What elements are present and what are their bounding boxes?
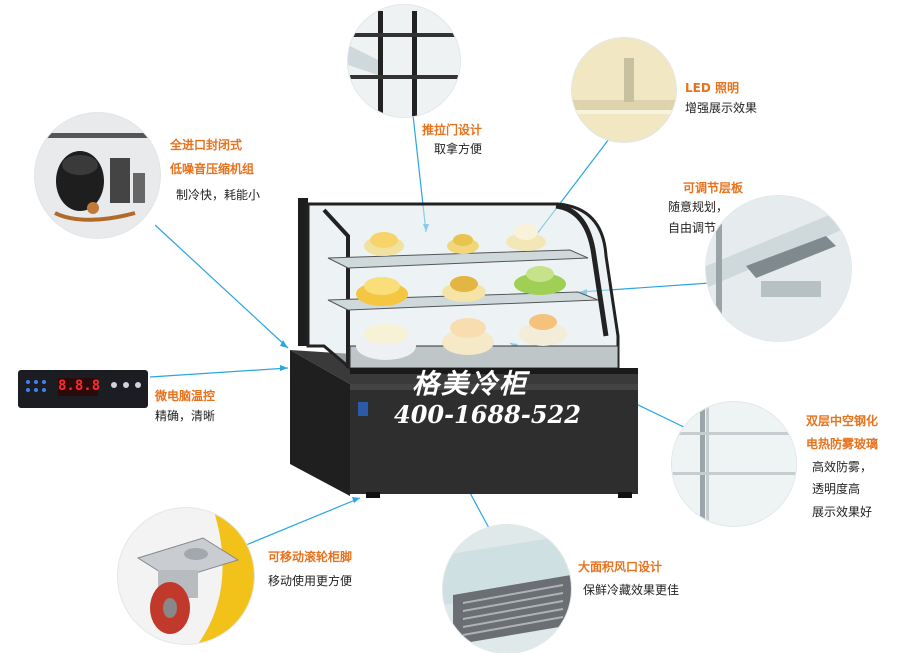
thermostat-title: 微电脑温控	[155, 389, 216, 403]
thermostat-display: 8.8.8	[58, 378, 101, 394]
vent-title: 大面积风口设计	[578, 560, 663, 574]
glass-title-1: 双层中空钢化	[806, 414, 879, 428]
caster-title: 可移动滚轮柜脚	[268, 550, 353, 564]
glass-desc-2: 透明度高	[812, 482, 861, 496]
shelf-photo	[706, 196, 851, 341]
led-title: LED 照明	[685, 81, 739, 95]
compressor-photo	[35, 113, 160, 238]
thermostat-panel	[18, 370, 148, 408]
led-light-icon	[572, 38, 676, 142]
caster-photo	[118, 508, 254, 644]
glass-title-2: 电热防雾玻璃	[806, 437, 879, 451]
cabinet-illustration	[290, 198, 638, 498]
glass-photo	[672, 402, 796, 526]
brand-phone: 400-1688-522	[394, 400, 581, 429]
thermostat-desc: 精确，清晰	[155, 409, 216, 423]
compressor-title-2: 低噪音压缩机组	[170, 162, 255, 176]
shelf-desc-2: 自由调节	[668, 221, 717, 235]
sliding-door-title: 推拉门设计	[422, 123, 483, 137]
caster-desc: 移动使用更方便	[268, 574, 353, 588]
thermostat-icon	[26, 378, 141, 396]
vent-photo	[443, 525, 571, 653]
sliding-door-desc: 取拿方便	[434, 142, 483, 156]
compressor-desc: 制冷快，耗能小	[176, 188, 261, 202]
brand-name: 格美冷柜	[412, 369, 528, 400]
led-photo	[572, 38, 676, 142]
vent-desc: 保鲜冷藏效果更佳	[583, 583, 680, 597]
air-vent-icon	[443, 525, 571, 653]
shelf-desc-1: 随意规划，	[668, 200, 729, 214]
display-cabinet	[288, 196, 648, 506]
compressor-title-1: 全进口封闭式	[170, 138, 243, 152]
sliding-door-icon	[348, 5, 460, 117]
caster-wheel-icon	[136, 508, 254, 644]
led-desc: 增强展示效果	[685, 101, 758, 115]
shelf-title: 可调节层板	[683, 181, 744, 195]
glass-icon	[672, 402, 796, 526]
glass-desc-3: 展示效果好	[812, 505, 873, 519]
glass-desc-1: 高效防雾，	[812, 460, 873, 474]
compressor-icon	[35, 113, 160, 238]
shelf-icon	[706, 196, 851, 341]
sliding-door-photo	[348, 5, 460, 117]
